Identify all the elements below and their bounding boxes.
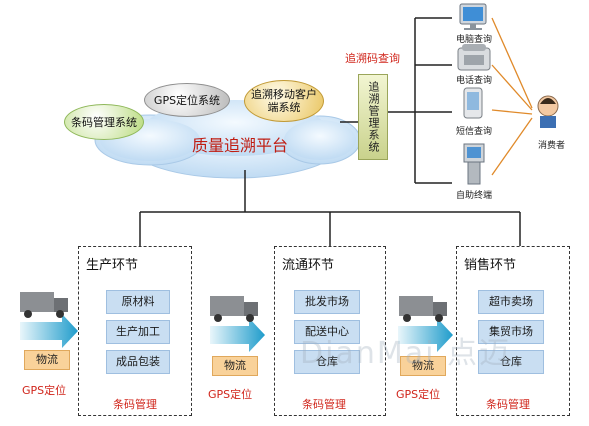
gps-location-label: GPS定位 <box>208 388 253 401</box>
mobile-client-label: 追溯移动客户端系统 <box>251 88 317 114</box>
stage-circulation <box>274 246 386 416</box>
gps-system-oval: GPS定位系统 <box>144 83 230 117</box>
platform-title: 质量追溯平台 <box>192 136 289 155</box>
barcode-system-label: 条码管理系统 <box>71 116 137 129</box>
query-label-kiosk: 自助终端 <box>456 191 493 201</box>
gps-location-label: GPS定位 <box>396 388 441 401</box>
watermark: DianMai 点迈 <box>300 336 511 371</box>
stage-item: 生产加工 <box>106 320 170 344</box>
trace-system-box: 追溯管理系统 <box>358 74 388 160</box>
truck-icon <box>399 296 447 322</box>
stage-item: 配送中心 <box>294 320 360 344</box>
computer-icon <box>459 3 487 30</box>
gps-system-label: GPS定位系统 <box>153 94 221 107</box>
truck-icon <box>20 292 68 318</box>
consumer-person-icon <box>537 95 559 128</box>
truck-icon <box>210 296 258 322</box>
stage-item: 原材料 <box>106 290 170 314</box>
stage-title-circulation: 流通环节 <box>282 258 335 273</box>
stage-sales <box>456 246 570 416</box>
stage-production <box>78 246 192 416</box>
stage-item: 批发市场 <box>294 290 360 314</box>
trace-code-query-label: 追溯码查询 <box>345 52 400 65</box>
query-label-telephone: 电话查询 <box>456 76 493 86</box>
flow-arrow-2 <box>210 318 265 352</box>
stage-footer-barcode: 条码管理 <box>113 398 157 411</box>
stage-title-sales: 销售环节 <box>464 258 517 273</box>
logistics-box: 物流 <box>400 356 446 376</box>
consumer-label: 消费者 <box>538 141 566 151</box>
gps-location-label: GPS定位 <box>22 384 67 397</box>
barcode-system-oval: 条码管理系统 <box>64 104 144 140</box>
mobile-client-oval: 追溯移动客户端系统 <box>244 80 324 122</box>
stage-item: 成品包装 <box>106 350 170 374</box>
stage-footer-barcode: 条码管理 <box>302 398 346 411</box>
stage-title-production: 生产环节 <box>86 258 139 273</box>
query-label-sms: 短信查询 <box>456 127 493 137</box>
stage-footer-barcode: 条码管理 <box>486 398 530 411</box>
query-label-computer: 电脑查询 <box>456 35 493 45</box>
stage-item: 仓库 <box>294 350 360 374</box>
flow-arrow-3 <box>398 318 453 352</box>
trace-system-label: 追溯管理系统 <box>367 81 380 153</box>
telephone-icon <box>457 44 491 71</box>
kiosk-icon <box>463 143 485 185</box>
stage-item: 超市卖场 <box>478 290 544 314</box>
flow-arrow-1 <box>20 314 78 348</box>
mobile-phone-icon <box>463 87 483 119</box>
stage-item: 仓库 <box>478 350 544 374</box>
logistics-box: 物流 <box>24 350 70 370</box>
logistics-box: 物流 <box>212 356 258 376</box>
stage-item: 集贸市场 <box>478 320 544 344</box>
